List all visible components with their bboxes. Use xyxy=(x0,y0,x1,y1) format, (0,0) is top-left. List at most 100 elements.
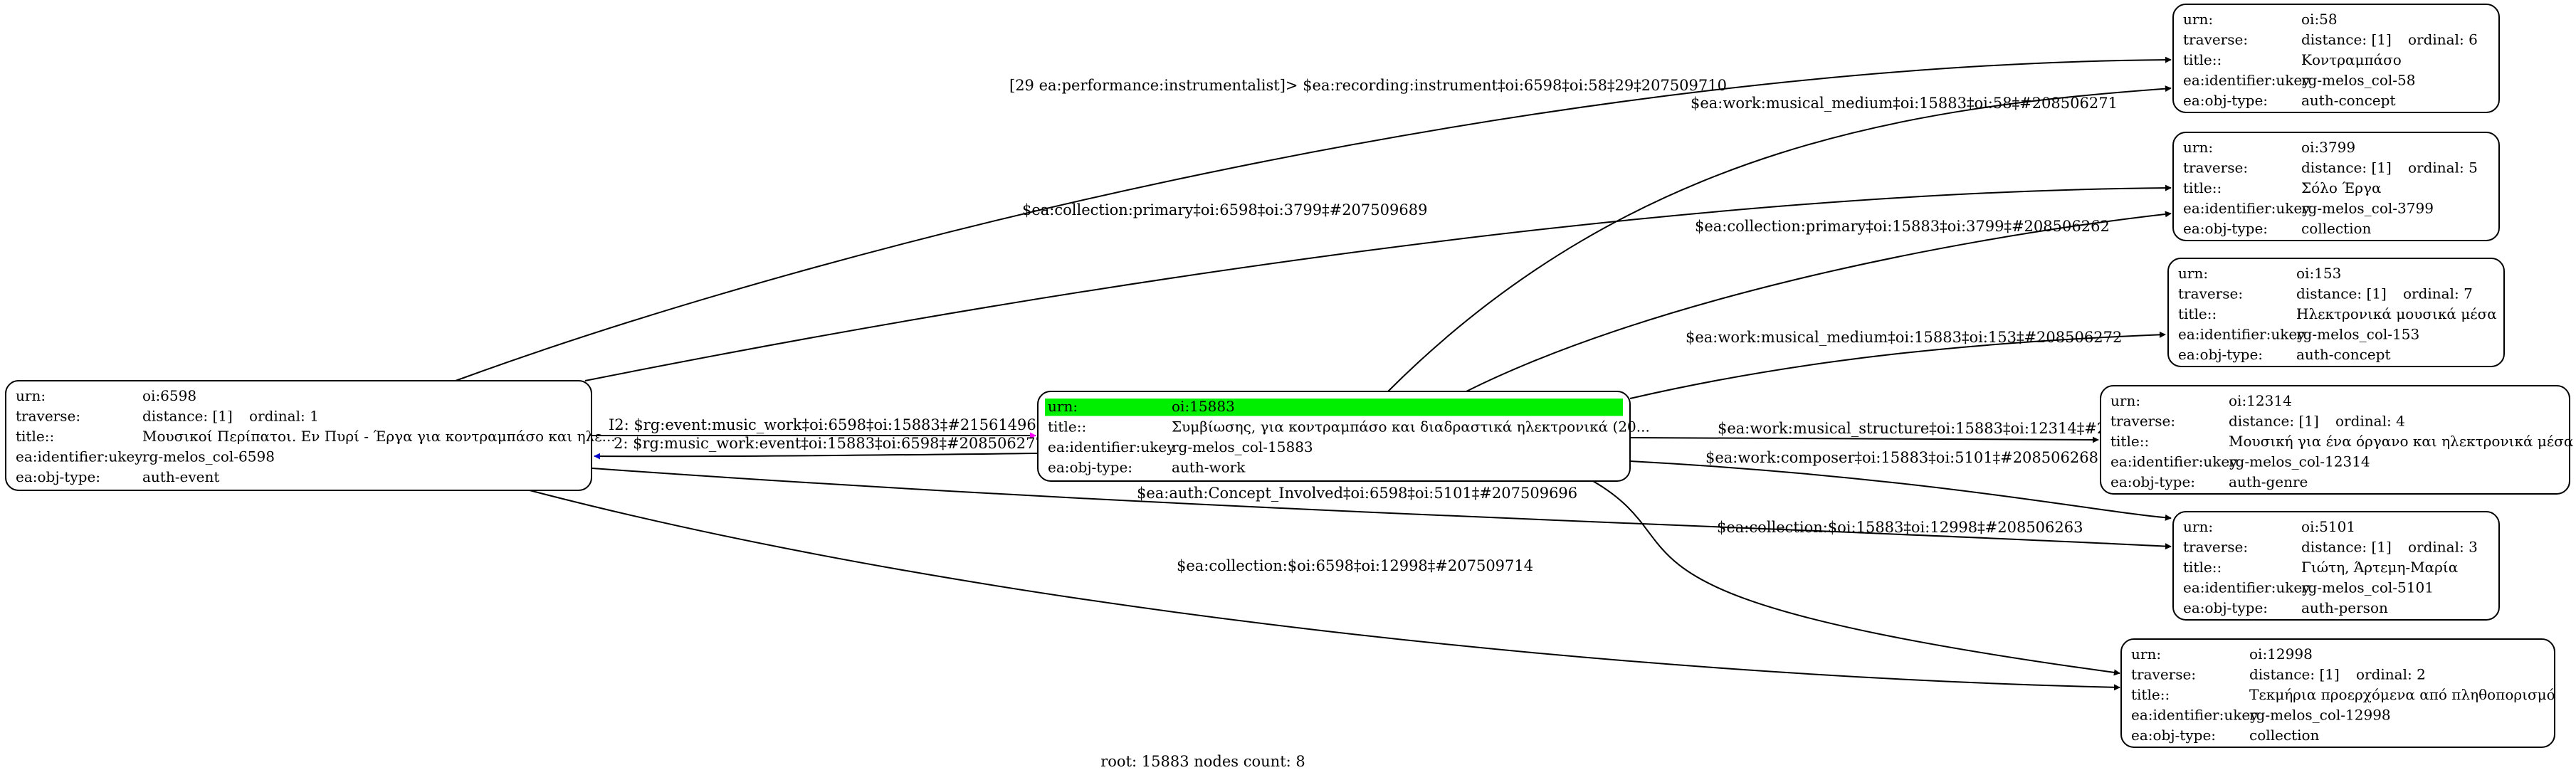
node-box xyxy=(5,380,592,491)
graph-footer: root: 15883 nodes count: 8 xyxy=(1100,753,1305,770)
edge-label: $ea:auth:Concept_Involved‡oi:6598‡oi:510… xyxy=(1137,485,1577,502)
edge-e2 xyxy=(584,184,2172,381)
node-title-value: Ηλεκτρονικά μουσικά μέσα xyxy=(2296,305,2497,322)
node-box xyxy=(2172,4,2500,113)
node-row-label: ea:obj-type: xyxy=(2183,599,2268,616)
node-box xyxy=(2172,132,2500,241)
node-row-label: traverse: xyxy=(2110,413,2175,430)
edge-labels-layer: [29 ea:performance:instrumentalist]> $ea… xyxy=(609,77,2182,574)
node-row-label: urn: xyxy=(2178,265,2208,282)
node-title-value: Κοντραμπάσο xyxy=(2301,51,2402,68)
node-oi-3799[interactable]: urn: oi:3799 traverse: distance: [1] ordinal… xyxy=(2172,132,2500,241)
node-row-label: title:: xyxy=(2178,305,2217,322)
node-row-label: urn: xyxy=(2131,645,2161,663)
node-urn-value: oi:3799 xyxy=(2301,139,2355,156)
edge-label: [29 ea:performance:instrumentalist]> $ea… xyxy=(1009,77,1727,94)
node-title-value: Μουσική για ένα όργανο και ηλεκτρονικά μ… xyxy=(2229,433,2573,450)
edge-e5 xyxy=(592,468,2172,550)
node-ukey-value: rg-melos_col-5101 xyxy=(2301,579,2434,596)
node-row-label: ea:obj-type: xyxy=(2178,346,2263,363)
node-objtype-value: auth-genre xyxy=(2229,473,2308,490)
node-urn-value: oi:12998 xyxy=(2249,645,2313,663)
node-ukey-value: rg-melos_col-3799 xyxy=(2301,200,2434,217)
node-urn-value: oi:15883 xyxy=(1172,398,1235,415)
node-row-label: traverse: xyxy=(2178,285,2243,302)
node-row-label: ea:identifier:ukey xyxy=(2183,72,2310,89)
node-urn-value: oi:12314 xyxy=(2229,392,2292,409)
node-box xyxy=(2100,385,2570,495)
node-ordinal: ordinal: 7 xyxy=(2403,285,2473,302)
edge-label: $ea:work:musical_medium‡oi:15883‡oi:153‡… xyxy=(1686,329,2122,346)
node-row-label: ea:obj-type: xyxy=(2110,473,2195,490)
node-row-label: ea:obj-type: xyxy=(2183,92,2268,109)
node-row-label: title:: xyxy=(2183,179,2222,196)
node-row-label: ea:identifier:ukey xyxy=(2183,579,2310,596)
node-ukey-value: rg-melos_col-6598 xyxy=(142,448,275,465)
node-ukey-value: rg-melos_col-153 xyxy=(2296,326,2419,343)
node-row-label: ea:obj-type: xyxy=(16,468,100,485)
edge-e11 xyxy=(1629,460,2172,521)
edge-e7 xyxy=(1387,85,2172,392)
node-oi-153[interactable]: urn: oi:153 traverse: distance: [1] ordinal:… xyxy=(2167,258,2505,367)
node-row-label: title:: xyxy=(2183,51,2222,68)
node-urn-value: oi:5101 xyxy=(2301,518,2355,535)
node-ordinal: ordinal: 2 xyxy=(2356,666,2426,683)
node-objtype-value: auth-concept xyxy=(2301,92,2395,109)
edge-label: $ea:collection:primary‡oi:15883‡oi:3799‡… xyxy=(1695,218,2110,235)
node-row-label: urn: xyxy=(2183,139,2213,156)
node-urn-value: oi:6598 xyxy=(142,387,196,404)
node-objtype-value: collection xyxy=(2249,727,2320,744)
node-row-label: ea:obj-type: xyxy=(2131,727,2216,744)
node-ordinal: ordinal: 5 xyxy=(2408,159,2478,176)
edge-e9 xyxy=(1629,331,2166,399)
node-row-label: ea:identifier:ukey xyxy=(2131,707,2259,724)
node-box xyxy=(2172,511,2500,621)
nodes-layer: urn: oi:6598 traverse: distance: [1] ordinal… xyxy=(5,4,2573,748)
edge-label: 2: $rg:music_work:event‡oi:15883‡oi:6598… xyxy=(614,435,1045,452)
node-row-label: urn: xyxy=(1048,398,1078,415)
node-distance: distance: [1] xyxy=(2301,159,2392,176)
node-row-label: ea:obj-type: xyxy=(1048,459,1132,476)
edge-label: $ea:collection:$oi:15883‡oi:12998‡#20850… xyxy=(1717,519,2083,536)
edge-e8 xyxy=(1466,211,2172,392)
edge-e12 xyxy=(1592,480,2120,676)
edges-layer xyxy=(455,56,2172,691)
node-row-label: traverse: xyxy=(2183,159,2248,176)
focus-header-bar xyxy=(1045,399,1623,416)
node-row-label: traverse: xyxy=(16,408,80,425)
node-ukey-value: rg-melos_col-15883 xyxy=(1172,438,1313,455)
node-row-label: urn: xyxy=(2183,11,2213,28)
node-title-value: Μουσικοί Περίπατοι. Εν Πυρί - Έργα για κ… xyxy=(142,428,616,445)
node-objtype-value: auth-person xyxy=(2301,599,2388,616)
node-row-label: ea:obj-type: xyxy=(2183,220,2268,237)
node-row-label: urn: xyxy=(2183,518,2213,535)
node-row-label: ea:identifier:ukey xyxy=(2110,453,2238,470)
node-urn-value: oi:58 xyxy=(2301,11,2338,28)
node-objtype-value: auth-concept xyxy=(2296,346,2390,363)
node-row-label: urn: xyxy=(16,387,46,404)
node-row-label: title:: xyxy=(2183,559,2222,576)
node-row-label: title:: xyxy=(16,428,54,445)
node-row-label: traverse: xyxy=(2183,539,2248,556)
node-objtype-value: auth-event xyxy=(142,468,219,485)
node-urn-value: oi:153 xyxy=(2296,265,2341,282)
node-title-value: Συμβίωσης, για κοντραμπάσο και διαδραστι… xyxy=(1172,418,1650,436)
node-title-value: Γιώτη, Άρτεμη-Μαρία xyxy=(2301,559,2458,576)
node-distance: distance: [1] xyxy=(142,408,233,425)
node-distance: distance: [1] xyxy=(2296,285,2387,302)
edge-e6 xyxy=(529,490,2120,691)
node-title-value: Σόλο Έργα xyxy=(2301,179,2381,196)
node-row-label: ea:identifier:ukey xyxy=(16,448,143,465)
node-ukey-value: rg-melos_col-12998 xyxy=(2249,707,2391,724)
node-row-label: title:: xyxy=(1048,418,1086,436)
edge-label: $ea:work:composer‡oi:15883‡oi:5101‡#2085… xyxy=(1705,449,2098,466)
node-ukey-value: rg-melos_col-58 xyxy=(2301,72,2415,89)
node-row-label: urn: xyxy=(2110,392,2140,409)
